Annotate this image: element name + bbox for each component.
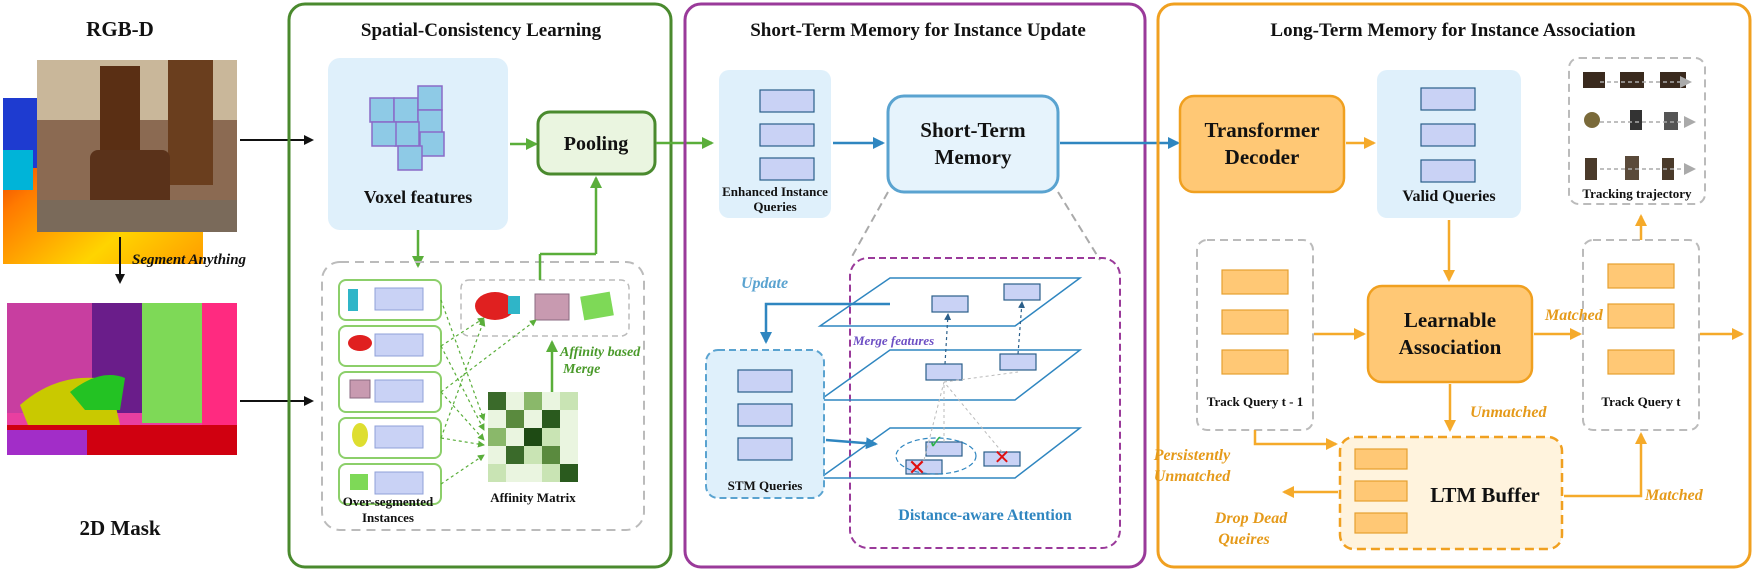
track-query-curr-label: Track Query t: [1601, 394, 1681, 409]
attention-dashed-links: [944, 301, 1026, 365]
ltm-panel-title: Long-Term Memory for Instance Associatio…: [1270, 20, 1636, 41]
short-term-memory-panel: [683, 2, 1147, 569]
spatial-panel-title: Spatial-Consistency Learning: [361, 20, 602, 41]
rgb-image: [37, 60, 237, 232]
persistently-unmatched-label-2: Unmatched: [1154, 468, 1231, 485]
affinity-matrix: [488, 392, 578, 482]
matched-label-bottom: Matched: [1644, 487, 1704, 504]
track-query-curr-box: [1582, 239, 1700, 431]
long-term-memory-panel: [1156, 2, 1752, 569]
stm-panel-title: Short-Term Memory for Instance Update: [750, 20, 1086, 41]
cross-icon: ✕: [908, 456, 926, 481]
instances-region: [321, 261, 645, 531]
persistently-unmatched-label-1: Persistently: [1153, 447, 1231, 464]
attention-layer-bottom: [817, 427, 1083, 479]
affinity-matrix-label: Affinity Matrix: [490, 490, 576, 505]
over-segmented-label-1: Over-segmented: [343, 494, 434, 509]
track-query-curr-blocks: [1607, 263, 1675, 375]
association-label-1: Learnable: [1404, 308, 1496, 332]
over-segmented-label-2: Instances: [362, 510, 414, 525]
drop-dead-queries-label-1: Drop Dead: [1214, 510, 1288, 527]
voxel-cubes-icon: [369, 85, 445, 171]
valid-queries-label: Valid Queries: [1402, 188, 1495, 205]
track-query-prev-label: Track Query t - 1: [1207, 394, 1304, 409]
cross-icon: ✕: [994, 445, 1011, 469]
prev-to-buffer-arrow: [1253, 430, 1338, 450]
attention-layer-middle: [817, 349, 1083, 401]
enhanced-queries-label-1: Enhanced Instance: [722, 184, 828, 199]
decoder-label-1: Transformer: [1204, 118, 1319, 142]
merge-features-label: Merge features: [852, 333, 934, 348]
segment-anything-label: Segment Anything: [132, 252, 247, 268]
update-label: Update: [741, 275, 788, 292]
tracking-trajectory-box: [1568, 57, 1706, 205]
pooling-label: Pooling: [564, 133, 628, 155]
merged-instances-region: [460, 279, 630, 337]
voxel-features-label: Voxel features: [364, 187, 472, 207]
check-icon: ✓: [928, 432, 943, 453]
spatial-consistency-panel: [287, 2, 673, 569]
matched-label-top: Matched: [1544, 307, 1604, 324]
stm-queries-label: STM Queries: [728, 478, 803, 493]
distance-attention-label: Distance-aware Attention: [898, 507, 1072, 524]
enhanced-queries-label-2: Queries: [753, 199, 796, 214]
learnable-association-box: [1366, 284, 1534, 384]
drop-dead-queries-label-2: Queires: [1218, 531, 1270, 548]
update-arrow: [760, 302, 890, 344]
enhanced-query-blocks: [759, 89, 815, 181]
buffer-to-curr-arrow: [1564, 432, 1647, 498]
stm-box-label-1: Short-Term: [920, 118, 1026, 142]
valid-query-blocks: [1420, 87, 1476, 183]
track-query-prev-blocks: [1221, 269, 1289, 375]
trajectory-thumbnails: [1583, 72, 1686, 180]
transformer-decoder-box: [1178, 94, 1346, 194]
ltm-buffer-blocks: [1354, 448, 1408, 534]
affinity-connections: [440, 299, 537, 485]
attention-neighborhood: [895, 437, 977, 475]
merged-instance-shapes: [475, 291, 614, 321]
trajectory-arrows: [1600, 76, 1696, 175]
pooling-box: [536, 110, 657, 176]
affinity-merge-label-1: Affinity based: [559, 345, 641, 360]
over-segmented-list: [338, 279, 442, 505]
decoder-label-2: Decoder: [1225, 145, 1300, 169]
stm-box-label-2: Memory: [935, 145, 1012, 169]
unmatched-label: Unmatched: [1470, 404, 1547, 421]
ltm-buffer-label: LTM Buffer: [1430, 483, 1539, 507]
attention-gray-links: [923, 371, 1019, 461]
attention-query-blocks: [905, 283, 1041, 475]
attention-layer-top: [817, 277, 1083, 327]
tracking-trajectory-label: Tracking trajectory: [1582, 186, 1692, 201]
short-term-memory-box: [886, 94, 1060, 194]
distance-attention-region: [849, 257, 1121, 549]
affinity-merge-label-2: Merge: [562, 362, 600, 377]
rgbd-label: RGB-D: [86, 17, 154, 41]
association-label-2: Association: [1399, 335, 1502, 359]
stm-query-blocks: [737, 369, 793, 461]
mask-image: [7, 303, 237, 455]
mask-label: 2D Mask: [79, 516, 160, 540]
